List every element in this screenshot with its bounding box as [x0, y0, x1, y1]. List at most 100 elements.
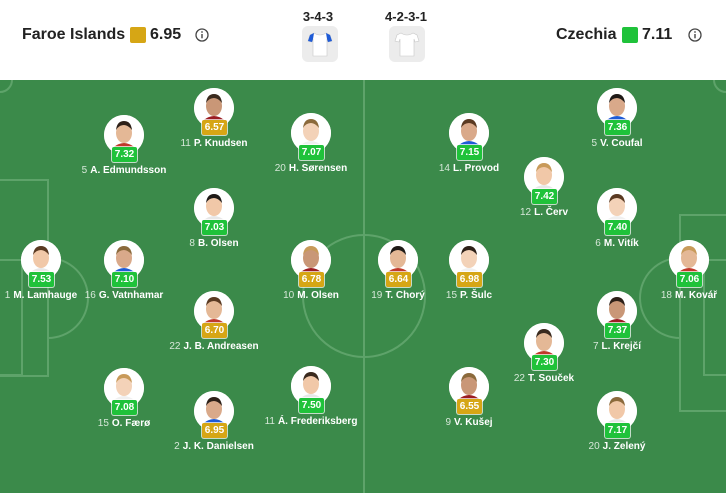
player-number: 11: [264, 416, 275, 427]
player-number: 15: [97, 418, 109, 429]
player-rating-badge: 7.15: [457, 145, 482, 160]
player-number: 22: [513, 373, 525, 384]
player-name: L. Červ: [534, 207, 569, 218]
player-rating-badge: 7.03: [202, 220, 227, 235]
player-number: 5: [81, 165, 88, 176]
player-rating-badge: 6.78: [299, 272, 324, 287]
player-number: 18: [660, 290, 672, 301]
home-team-name[interactable]: Faroe Islands: [22, 26, 126, 43]
player-rating-badge: 7.32: [112, 147, 137, 162]
player-name: V. Coufal: [600, 138, 643, 149]
home-formation: 3-4-3: [302, 9, 334, 24]
player-name: J. K. Danielsen: [182, 441, 254, 452]
player-rating-badge: 7.53: [29, 272, 54, 287]
player-name: M. Vitík: [603, 238, 639, 249]
player-name: L. Krejčí: [601, 341, 642, 352]
player-name: V. Kušej: [454, 417, 493, 428]
info-icon[interactable]: [688, 28, 702, 42]
away-rating-swatch: [622, 27, 638, 43]
player-number: 22: [169, 341, 181, 352]
home-rating-swatch: [130, 27, 146, 43]
info-icon[interactable]: [195, 28, 209, 42]
player-number: 1: [4, 290, 11, 301]
player-name: M. Olsen: [297, 290, 339, 301]
player-name: L. Provod: [453, 163, 500, 174]
player-rating-badge: 7.37: [605, 323, 630, 338]
player-rating-badge: 7.42: [532, 189, 557, 204]
player-name: H. Sørensen: [288, 163, 348, 174]
player-name: T. Chorý: [385, 290, 425, 301]
player-number: 19: [371, 290, 383, 301]
player-number: 15: [445, 290, 458, 301]
player-rating-badge: 6.95: [202, 423, 227, 438]
player-rating-badge: 7.10: [112, 272, 137, 287]
player-name: T. Souček: [527, 373, 575, 384]
player-name: P. Šulc: [460, 290, 493, 301]
player-rating-badge: 7.08: [112, 400, 137, 415]
player-name: J. B. Andreasen: [183, 341, 259, 352]
player-number: 11: [180, 138, 191, 149]
player-avatar: [449, 240, 489, 280]
lineup-header: Faroe Islands 6.95 3-4-3 4-2-3-1 Czechia…: [0, 0, 726, 80]
player-avatar: [194, 291, 234, 331]
away-team-name[interactable]: Czechia: [556, 26, 617, 43]
home-team-rating: 6.95: [130, 26, 181, 44]
player-name: A. Edmundsson: [90, 165, 167, 176]
player-rating-badge: 7.40: [605, 220, 630, 235]
home-rating-value: 6.95: [150, 26, 182, 43]
player-rating-badge: 7.50: [299, 398, 324, 413]
player-name: G. Vatnhamar: [98, 290, 164, 301]
player-rating-badge: 6.70: [202, 323, 227, 338]
player-rating-badge: 6.64: [386, 272, 411, 287]
home-shirt-icon: [302, 26, 338, 62]
player-name: M. Kovář: [674, 290, 718, 301]
player-number: 9: [445, 417, 451, 428]
player-number: 14: [438, 163, 450, 174]
player-name: O. Færø: [111, 418, 151, 429]
player-name: B. Olsen: [197, 238, 239, 249]
player-name: J. Zelený: [602, 441, 646, 452]
player-number: 10: [283, 290, 295, 301]
player-rating-badge: 6.98: [457, 272, 482, 287]
player-avatar: [378, 240, 418, 280]
player-name: Á. Frederiksberg: [277, 416, 358, 427]
player-number: 20: [274, 163, 286, 174]
player-number: 5: [591, 138, 598, 149]
away-rating-value: 7.11: [642, 26, 673, 43]
player-rating-badge: 7.30: [532, 355, 557, 370]
away-formation: 4-2-3-1: [385, 9, 427, 24]
player-number: 20: [588, 441, 600, 452]
player-number: 8: [189, 238, 195, 249]
player-rating-badge: 6.57: [202, 120, 227, 135]
away-team-rating: 7.11: [622, 26, 672, 44]
player-rating-badge: 7.06: [677, 272, 702, 287]
player-rating-badge: 6.55: [457, 399, 482, 414]
player-rating-badge: 7.36: [605, 120, 630, 135]
player-avatar: [449, 113, 489, 153]
player-number: 16: [84, 290, 96, 301]
player-number: 2: [174, 441, 180, 452]
